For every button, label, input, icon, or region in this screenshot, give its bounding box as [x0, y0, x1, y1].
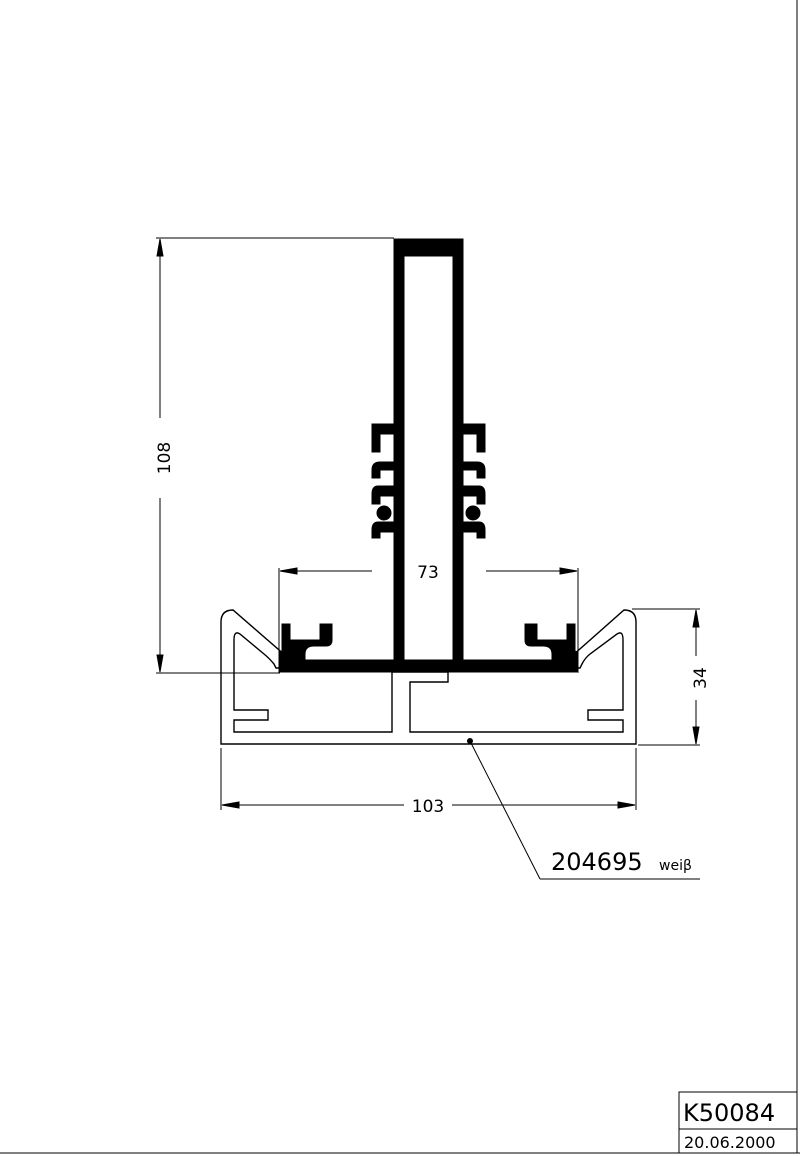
drawing-code: K50084 [683, 1099, 775, 1127]
dimension-label-103: 103 [412, 797, 444, 817]
dimension-height-108: 108 [155, 237, 394, 674]
dimension-height-34: 34 [632, 608, 711, 746]
dimension-label-34: 34 [691, 667, 711, 689]
part-color: weiβ [659, 858, 692, 874]
t-profile [278, 238, 579, 674]
title-block: K50084 20.06.2000 [678, 1091, 798, 1154]
part-leader: 204695 weiβ [467, 738, 700, 880]
dimension-label-73: 73 [417, 563, 439, 583]
dimension-width-103: 103 [220, 748, 637, 817]
dimension-width-73: 73 [278, 563, 579, 656]
drawing-date: 20.06.2000 [684, 1133, 776, 1152]
dimension-label-108: 108 [155, 442, 175, 474]
part-number: 204695 [551, 848, 643, 876]
